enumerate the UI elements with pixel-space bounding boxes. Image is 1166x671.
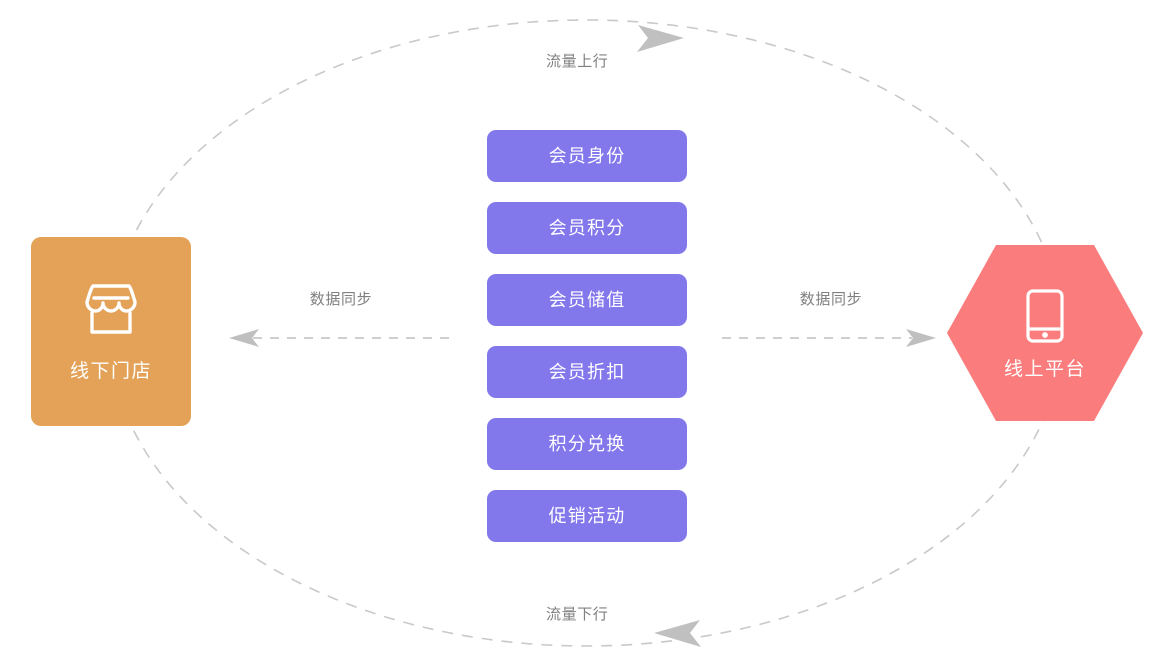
sync-left-label: 数据同步 (309, 291, 373, 308)
capability-stack: 会员身份 会员积分 会员储值 会员折扣 积分兑换 促销活动 (487, 130, 687, 542)
traffic-down-label: 流量下行 (546, 606, 609, 623)
sync-connector-right: 数据同步 (722, 292, 940, 348)
sync-right-arrowhead (906, 329, 936, 347)
capability-item-member-identity[interactable]: 会员身份 (487, 130, 687, 182)
sync-left-arrowhead (229, 329, 259, 347)
offline-store-label: 线下门店 (69, 361, 152, 382)
capability-label: 促销活动 (548, 506, 626, 526)
mobile-phone-icon (1025, 288, 1065, 344)
capability-item-member-discount[interactable]: 会员折扣 (487, 346, 687, 398)
capability-label: 会员身份 (548, 146, 626, 166)
sync-connector-left: 数据同步 (225, 292, 457, 348)
capability-label: 会员积分 (548, 218, 626, 238)
capability-item-promotion[interactable]: 促销活动 (487, 490, 687, 542)
online-platform-node[interactable]: 线上平台 (947, 245, 1143, 421)
capability-item-member-points[interactable]: 会员积分 (487, 202, 687, 254)
loop-arrowhead-bottom (654, 620, 701, 647)
traffic-up-label: 流量上行 (546, 53, 609, 70)
sync-right-label: 数据同步 (799, 291, 863, 308)
capability-item-points-redemption[interactable]: 积分兑换 (487, 418, 687, 470)
capability-label: 会员折扣 (548, 362, 626, 382)
capability-label: 会员储值 (548, 290, 626, 310)
capability-item-member-stored-value[interactable]: 会员储值 (487, 274, 687, 326)
capability-label: 积分兑换 (548, 434, 626, 454)
storefront-icon (79, 282, 143, 336)
online-platform-label: 线上平台 (1003, 358, 1086, 380)
offline-store-node[interactable]: 线下门店 (31, 237, 191, 426)
loop-arrowhead-top (637, 25, 684, 52)
